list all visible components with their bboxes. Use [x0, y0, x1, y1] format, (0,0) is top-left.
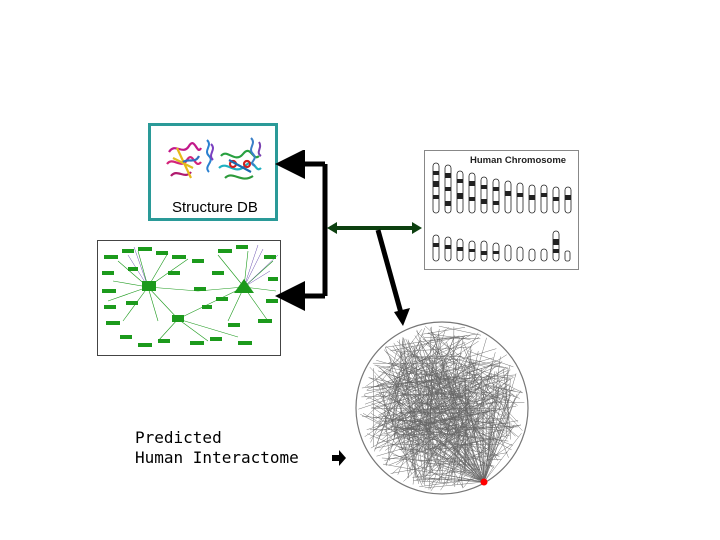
protein-structure-icon [166, 137, 262, 180]
pathway-network-graphic [102, 244, 279, 347]
structure-db-label: Structure DB [172, 199, 258, 216]
chromosome-title: Human Chromosome [470, 155, 567, 166]
connector-arrows [275, 150, 422, 326]
chromosome-panel [424, 150, 579, 270]
interactome-network [355, 321, 529, 495]
pathway-network-panel [97, 240, 281, 356]
structure-db-panel [148, 123, 278, 221]
highlighted-node [480, 478, 488, 486]
interactome-label-line1: Predicted [135, 428, 222, 447]
interactome-label-line2: Human Interactome [135, 448, 299, 467]
chromosome-ideogram [432, 162, 572, 262]
network-edges [358, 325, 525, 492]
interactome-label: Predicted Human Interactome [135, 428, 299, 468]
arrow-right-icon [332, 450, 346, 466]
